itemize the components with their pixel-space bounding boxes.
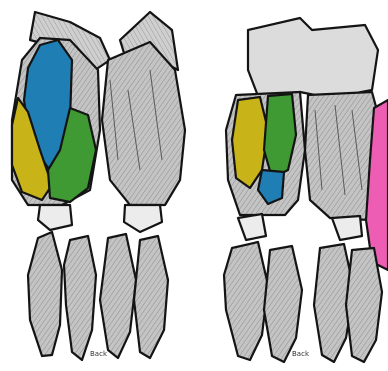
right-lower-leg-2 xyxy=(264,246,302,362)
right-lower-leg-4 xyxy=(346,248,382,362)
left-knee-right xyxy=(124,205,162,232)
right-pelvis xyxy=(248,18,378,98)
left-lower-leg-3 xyxy=(100,234,136,358)
left-lower-leg-2 xyxy=(64,236,96,360)
left-lower-leg-4 xyxy=(134,236,168,358)
left-lower-leg-1 xyxy=(28,232,62,356)
left-caption: Back xyxy=(90,350,108,358)
left-knee-left xyxy=(38,205,72,230)
right-knee-right xyxy=(332,216,362,240)
left-thigh-figure xyxy=(12,12,185,360)
right-knee-left xyxy=(238,214,266,240)
right-thigh-figure xyxy=(224,18,388,362)
right-lower-leg-1 xyxy=(224,242,268,360)
right-caption: Back xyxy=(292,350,310,358)
